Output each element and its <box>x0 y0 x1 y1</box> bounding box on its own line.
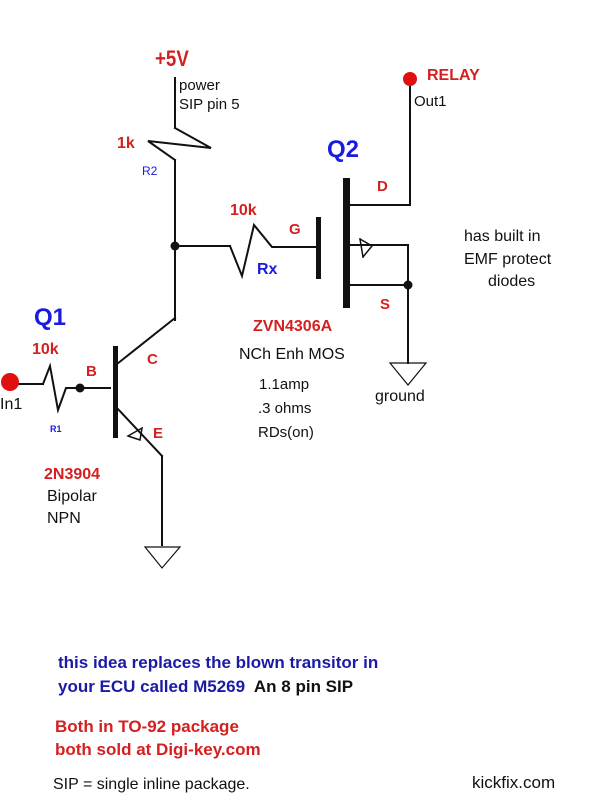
terminal-relay <box>403 72 417 86</box>
q2-arrow-base <box>359 238 364 258</box>
q1-base-bar <box>113 346 118 438</box>
q2-part-number: ZVN4306A <box>253 318 333 335</box>
q2-spec-resistance: .3 ohms <box>258 400 312 417</box>
q1-emitter-lead <box>115 406 164 458</box>
q1-desc-1: Bipolar <box>47 488 97 505</box>
package-note-1: Both in TO-92 package <box>55 717 239 736</box>
q2-description: NCh Enh MOS <box>239 346 345 363</box>
r2-value: 1k <box>117 135 135 152</box>
r1-value: 10k <box>32 341 59 358</box>
q2-spec-rdson: RDs(on) <box>258 424 314 441</box>
resistor-r2 <box>147 126 212 162</box>
site-credit: kickfix.com <box>472 773 556 792</box>
q2-drain-label: D <box>377 178 388 195</box>
resistor-rx <box>228 222 319 280</box>
q1-part-number: 2N3904 <box>44 466 101 483</box>
q1-base-label: B <box>86 363 97 380</box>
q2-source-label: S <box>380 296 391 313</box>
note-line-2-sip: An 8 pin SIP <box>253 677 354 696</box>
relay-label: RELAY <box>427 67 480 84</box>
in1-label: In1 <box>0 396 23 413</box>
terminal-in1 <box>1 373 19 391</box>
junction-base <box>75 383 85 393</box>
r1-ref: R1 <box>50 424 62 434</box>
emf-note-1: has built in <box>464 228 541 245</box>
q2-gate-label: G <box>289 221 301 238</box>
supply-note-1: power <box>179 77 220 94</box>
q2-body-arrow <box>358 237 374 259</box>
supply-note-2: SIP pin 5 <box>179 96 240 113</box>
q2-spec-current: 1.1amp <box>259 376 310 393</box>
q2-gate-plate <box>316 217 321 279</box>
out1-label: Out1 <box>414 93 447 110</box>
q2-ref: Q2 <box>327 136 360 163</box>
ground-q2-icon <box>388 362 428 386</box>
q1-collector-lead <box>115 316 177 366</box>
junction-source <box>403 280 413 290</box>
emf-note-3: diodes <box>488 273 536 290</box>
r2-ref: R2 <box>142 164 158 178</box>
q1-collector-label: C <box>147 351 158 368</box>
junction-node-q1c <box>170 241 180 251</box>
rx-ref: Rx <box>257 261 278 278</box>
ground-q1-icon <box>143 546 182 569</box>
rx-value: 10k <box>230 202 257 219</box>
ground-label: ground <box>375 388 425 405</box>
q1-desc-2: NPN <box>47 510 81 527</box>
supply-label: +5V <box>155 46 189 71</box>
note-line-1: this idea replaces the blown transitor i… <box>58 653 379 672</box>
q1-emitter-arrow <box>126 426 143 441</box>
q2-channel-bar <box>343 178 350 308</box>
note-line-2-ecu: your ECU called M5269 <box>58 677 246 696</box>
q1-emitter-label: E <box>153 425 164 442</box>
note-line-2: your ECU called M5269 An 8 pin SIP <box>58 678 353 695</box>
emf-note-2: EMF protect <box>464 251 552 268</box>
q1-ref: Q1 <box>34 304 67 331</box>
sip-definition: SIP = single inline package. <box>53 776 250 793</box>
package-note-2: both sold at Digi-key.com <box>55 740 261 759</box>
